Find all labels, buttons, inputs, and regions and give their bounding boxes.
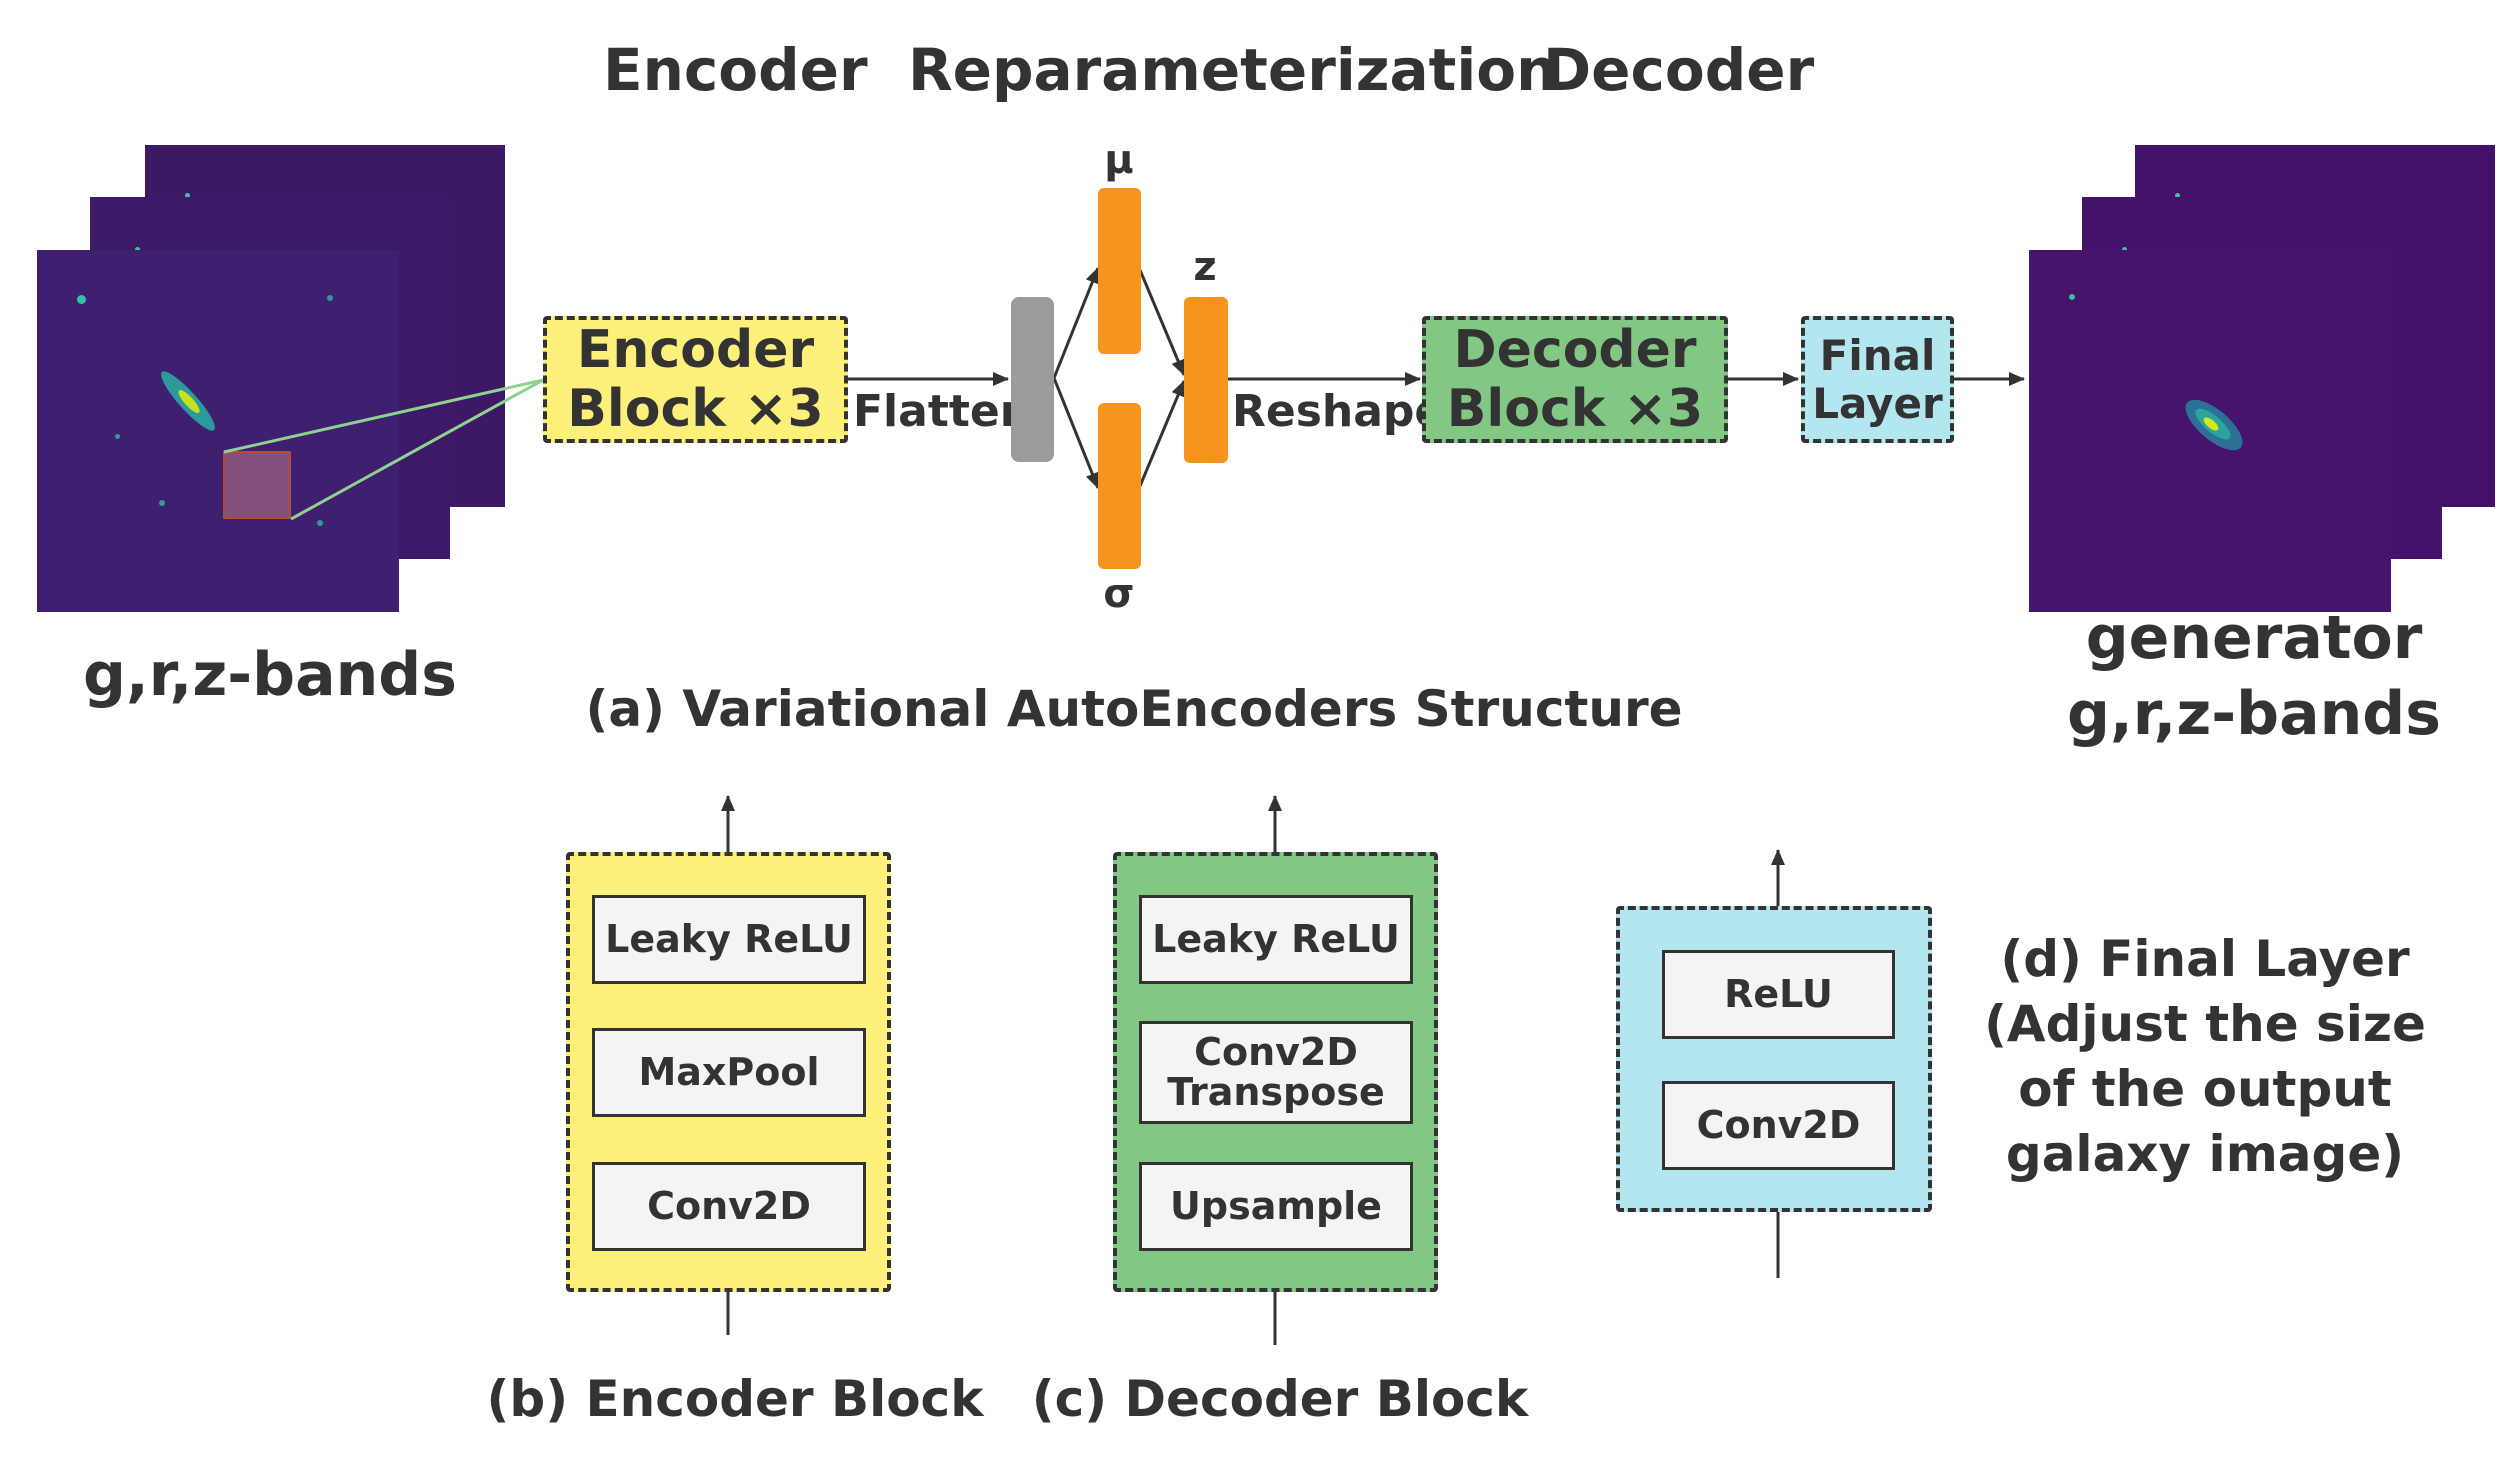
encoder-op-leaky-relu: Leaky ReLU — [592, 895, 866, 984]
caption-b: (b) Encoder Block — [486, 1370, 984, 1428]
arrow-flatten-to-mu — [1052, 267, 1100, 379]
header-reparameterization: Reparameterization — [908, 36, 1558, 104]
output-band-front — [2029, 250, 2391, 612]
caption-d-line2: (Adjust the size — [1984, 995, 2426, 1053]
final-layer-box: Final Layer — [1801, 316, 1954, 443]
caption-c: (c) Decoder Block — [1031, 1370, 1529, 1428]
encoder-block-x3: Encoder Block ×3 — [543, 316, 848, 443]
output-label-line1: generator — [2085, 603, 2423, 673]
input-band-front — [37, 250, 399, 612]
mu-label: μ — [1104, 137, 1134, 183]
caption-a: (a) Variational AutoEncoders Structure — [585, 680, 1683, 738]
zoom-rectangle — [223, 451, 291, 519]
arrow-flatten-to-sigma — [1052, 377, 1100, 489]
final-op-conv2d: Conv2D — [1662, 1081, 1895, 1170]
reshape-label: Reshape — [1232, 386, 1445, 437]
sigma-label: σ — [1103, 571, 1135, 617]
header-encoder: Encoder — [603, 36, 868, 104]
output-label-line2: g,r,z-bands — [2067, 679, 2441, 749]
final-layer-label-line2: Layer — [1812, 378, 1943, 428]
decoder-op-leaky-relu: Leaky ReLU — [1139, 895, 1413, 984]
header-decoder: Decoder — [1543, 36, 1815, 104]
decoder-block-label-line2: Block ×3 — [1446, 378, 1704, 439]
flatten-vector — [1011, 297, 1054, 462]
final-layer-label-line1: Final — [1819, 331, 1936, 381]
encoder-block-label-line1: Encoder — [576, 320, 815, 381]
final-op-relu: ReLU — [1662, 950, 1895, 1039]
arrow-mu-to-z — [1138, 269, 1186, 376]
input-label: g,r,z-bands — [83, 640, 457, 710]
flatten-label: Flatten — [853, 386, 1032, 437]
z-label: z — [1193, 244, 1217, 290]
encoder-op-maxpool: MaxPool — [592, 1028, 866, 1117]
decoder-op-upsample: Upsample — [1139, 1162, 1413, 1251]
decoder-block-x3: Decoder Block ×3 — [1422, 316, 1728, 443]
decoder-op-conv2d-transpose: Conv2D Transpose — [1139, 1021, 1413, 1124]
caption-d-line1: (d) Final Layer — [2000, 930, 2410, 988]
caption-d-line4: galaxy image) — [2005, 1125, 2405, 1183]
decoder-block-label-line1: Decoder — [1453, 320, 1697, 381]
sigma-vector — [1098, 403, 1141, 569]
encoder-op-conv2d: Conv2D — [592, 1162, 866, 1251]
z-vector — [1184, 297, 1228, 463]
encoder-block-label-line2: Block ×3 — [567, 378, 824, 439]
caption-d-line3: of the output — [2018, 1060, 2392, 1118]
mu-vector — [1098, 188, 1141, 354]
arrow-sigma-to-z — [1138, 380, 1186, 487]
